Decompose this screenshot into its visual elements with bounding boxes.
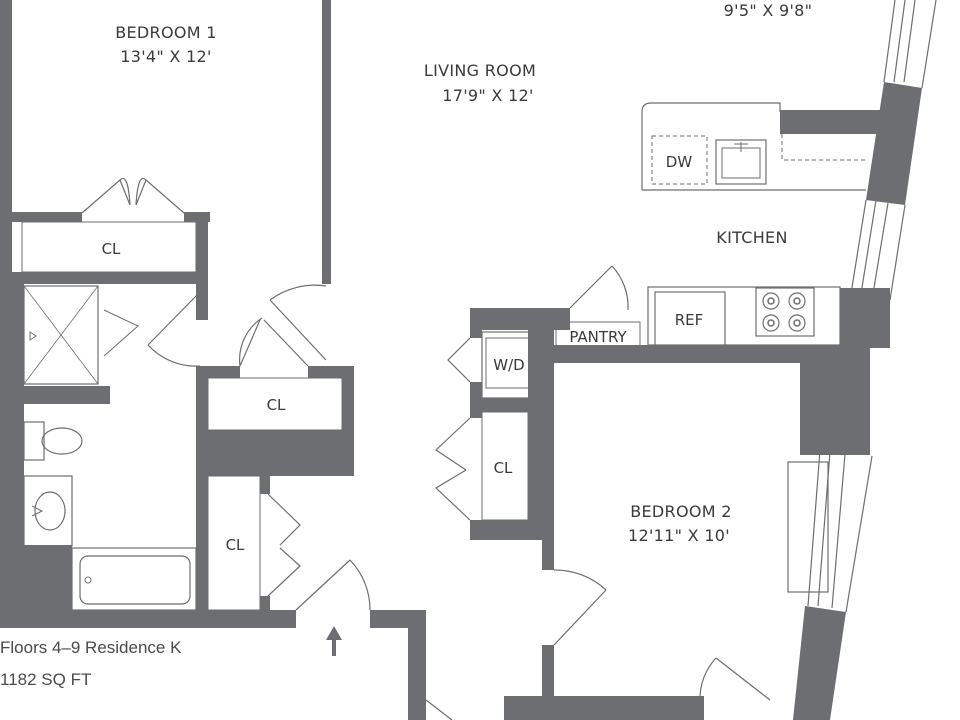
labels: BEDROOM 1 13'4" X 12' LIVING ROOM 17'9" …	[0, 1, 812, 689]
closet-label-central: CL	[267, 396, 286, 414]
living-room-label: LIVING ROOM	[424, 61, 536, 80]
bedroom1-size: 13'4" X 12'	[120, 47, 212, 66]
closet-label-bedroom2: CL	[494, 459, 513, 477]
bedroom2-size: 12'11" X 10'	[628, 526, 730, 545]
top-room-size: 9'5" X 9'8"	[724, 1, 813, 20]
closet-label-entry: CL	[226, 536, 245, 554]
bedroom2-label: BEDROOM 2	[630, 502, 731, 521]
refrigerator-label: REF	[675, 311, 704, 329]
doors	[81, 177, 771, 720]
windows	[787, 0, 937, 613]
walls	[0, 0, 922, 720]
washer-dryer-label: W/D	[493, 356, 524, 374]
closet-label-bedroom1: CL	[102, 240, 121, 258]
residence-caption: Floors 4–9 Residence K	[0, 638, 182, 657]
area-caption: 1182 SQ FT	[0, 670, 91, 689]
pantry-label: PANTRY	[569, 328, 627, 346]
fixtures	[21, 102, 866, 720]
kitchen-label: KITCHEN	[716, 228, 787, 247]
bedroom1-label: BEDROOM 1	[115, 23, 216, 42]
living-room-size: 17'9" X 12'	[442, 86, 534, 105]
dishwasher-label: DW	[666, 153, 693, 171]
